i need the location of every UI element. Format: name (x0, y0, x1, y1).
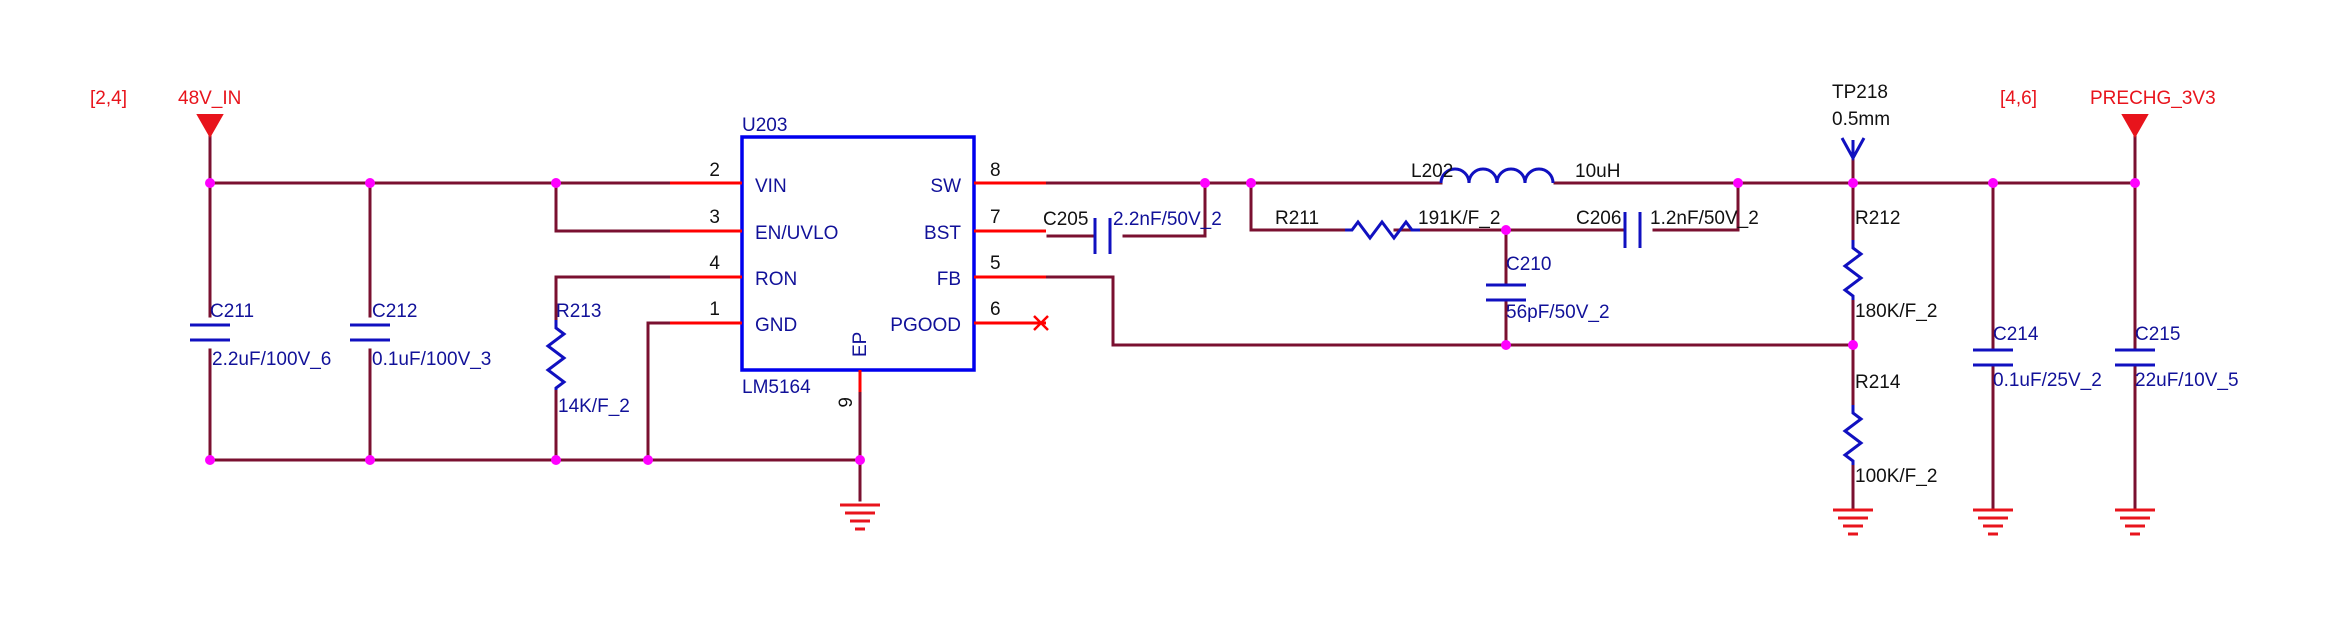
junction-dot (205, 455, 215, 465)
r211-value: 191K/F_2 (1418, 208, 1500, 229)
c211-ref: C211 (210, 301, 254, 322)
ground-symbol-c214 (1973, 508, 2013, 536)
r212-value: 180K/F_2 (1855, 301, 1937, 322)
pin-label-ep: EP (850, 332, 871, 357)
power-port-48v-in: [2,4] 48V_IN (90, 88, 241, 139)
capacitor-c211: C211 2.2uF/100V_6 (190, 301, 331, 370)
r213-ref: R213 (556, 301, 601, 322)
c214-ref: C214 (1993, 324, 2039, 345)
c210-value: 56pF/50V_2 (1506, 302, 1610, 323)
pin-label-vin: VIN (755, 176, 787, 197)
resistor-r214: R214 100K/F_2 (1842, 372, 1937, 487)
pin-number-en: 3 (709, 207, 720, 228)
pin-number-pgood: 6 (990, 299, 1001, 320)
capacitor-c214: C214 0.1uF/25V_2 (1973, 324, 2102, 391)
pin-label-sw: SW (930, 176, 961, 197)
pin-label-pgood: PGOOD (890, 315, 961, 336)
c212-value: 0.1uF/100V_3 (372, 349, 491, 370)
junction-dot (1848, 340, 1858, 350)
port-net-right: PRECHG_3V3 (2090, 88, 2216, 109)
junction-dot (643, 455, 653, 465)
c215-ref: C215 (2135, 324, 2180, 345)
pin-label-en: EN/UVLO (755, 223, 838, 244)
l202-value: 10uH (1575, 161, 1620, 182)
junction-dot (1501, 340, 1511, 350)
ic-ref: U203 (742, 115, 787, 136)
ground-symbol-ic (840, 503, 880, 531)
pin-number-gnd: 1 (709, 299, 720, 320)
junction-dot (205, 178, 215, 188)
c215-value: 22uF/10V_5 (2135, 370, 2239, 391)
tp218-value: 0.5mm (1832, 109, 1890, 130)
c206-value: 1.2nF/50V_2 (1650, 208, 1759, 229)
c212-ref: C212 (372, 301, 417, 322)
inductor-l202: L202 10uH (1411, 161, 1620, 184)
port-net-left: 48V_IN (178, 88, 241, 109)
r214-ref: R214 (1855, 372, 1901, 393)
ic-body (740, 135, 976, 372)
c205-ref: C205 (1043, 209, 1088, 230)
c206-ref: C206 (1576, 208, 1621, 229)
ic-part: LM5164 (742, 377, 811, 398)
port-ref-left: [2,4] (90, 88, 127, 109)
pin-label-fb: FB (937, 269, 961, 290)
ic-u203: U203 LM5164 VIN EN/UVLO RON GND SW BST F… (670, 115, 1049, 408)
pin-label-ron: RON (755, 269, 797, 290)
junction-dot (365, 455, 375, 465)
pin-label-gnd: GND (755, 315, 797, 336)
r213-value: 14K/F_2 (558, 396, 630, 417)
junction-dot (365, 178, 375, 188)
pin-number-ep: 9 (836, 397, 857, 408)
resistor-r213: R213 14K/F_2 (545, 301, 630, 417)
r211-ref: R211 (1275, 208, 1319, 229)
r214-value: 100K/F_2 (1855, 466, 1937, 487)
capacitor-c212: C212 0.1uF/100V_3 (350, 301, 491, 370)
junction-dot (1200, 178, 1210, 188)
capacitor-c215: C215 22uF/10V_5 (2115, 324, 2239, 391)
pin-label-bst: BST (924, 223, 961, 244)
pin-number-bst: 7 (990, 207, 1001, 228)
c211-value: 2.2uF/100V_6 (212, 349, 331, 370)
capacitor-c205: C205 2.2nF/50V_2 (1043, 209, 1222, 254)
junctions (205, 178, 2140, 465)
c205-value: 2.2nF/50V_2 (1113, 209, 1222, 230)
capacitor-c206: C206 1.2nF/50V_2 (1576, 208, 1759, 248)
resistor-r211: R211 191K/F_2 (1275, 208, 1500, 241)
resistor-r212: R212 180K/F_2 (1842, 208, 1937, 322)
junction-dot (1848, 178, 1858, 188)
junction-dot (551, 178, 561, 188)
pin-number-vin: 2 (709, 160, 720, 181)
port-ref-right: [4,6] (2000, 88, 2037, 109)
test-point-tp218: TP218 0.5mm (1832, 82, 1890, 162)
ground-symbol-r214 (1833, 508, 1873, 536)
junction-dot (855, 455, 865, 465)
junction-dot (2130, 178, 2140, 188)
capacitor-c210: C210 56pF/50V_2 (1486, 254, 1610, 323)
junction-dot (1246, 178, 1256, 188)
pin-number-fb: 5 (990, 253, 1001, 274)
pin-number-sw: 8 (990, 160, 1001, 181)
l202-ref: L202 (1411, 161, 1453, 182)
pin-number-ron: 4 (709, 253, 720, 274)
ground-symbol-c215 (2115, 508, 2155, 536)
c210-ref: C210 (1506, 254, 1551, 275)
junction-dot (551, 455, 561, 465)
c214-value: 0.1uF/25V_2 (1993, 370, 2102, 391)
junction-dot (1988, 178, 1998, 188)
junction-dot (1733, 178, 1743, 188)
junction-dot (1501, 225, 1511, 235)
tp218-ref: TP218 (1832, 82, 1888, 103)
power-port-prechg-3v3: [4,6] PRECHG_3V3 (2000, 88, 2216, 139)
r212-ref: R212 (1855, 208, 1900, 229)
